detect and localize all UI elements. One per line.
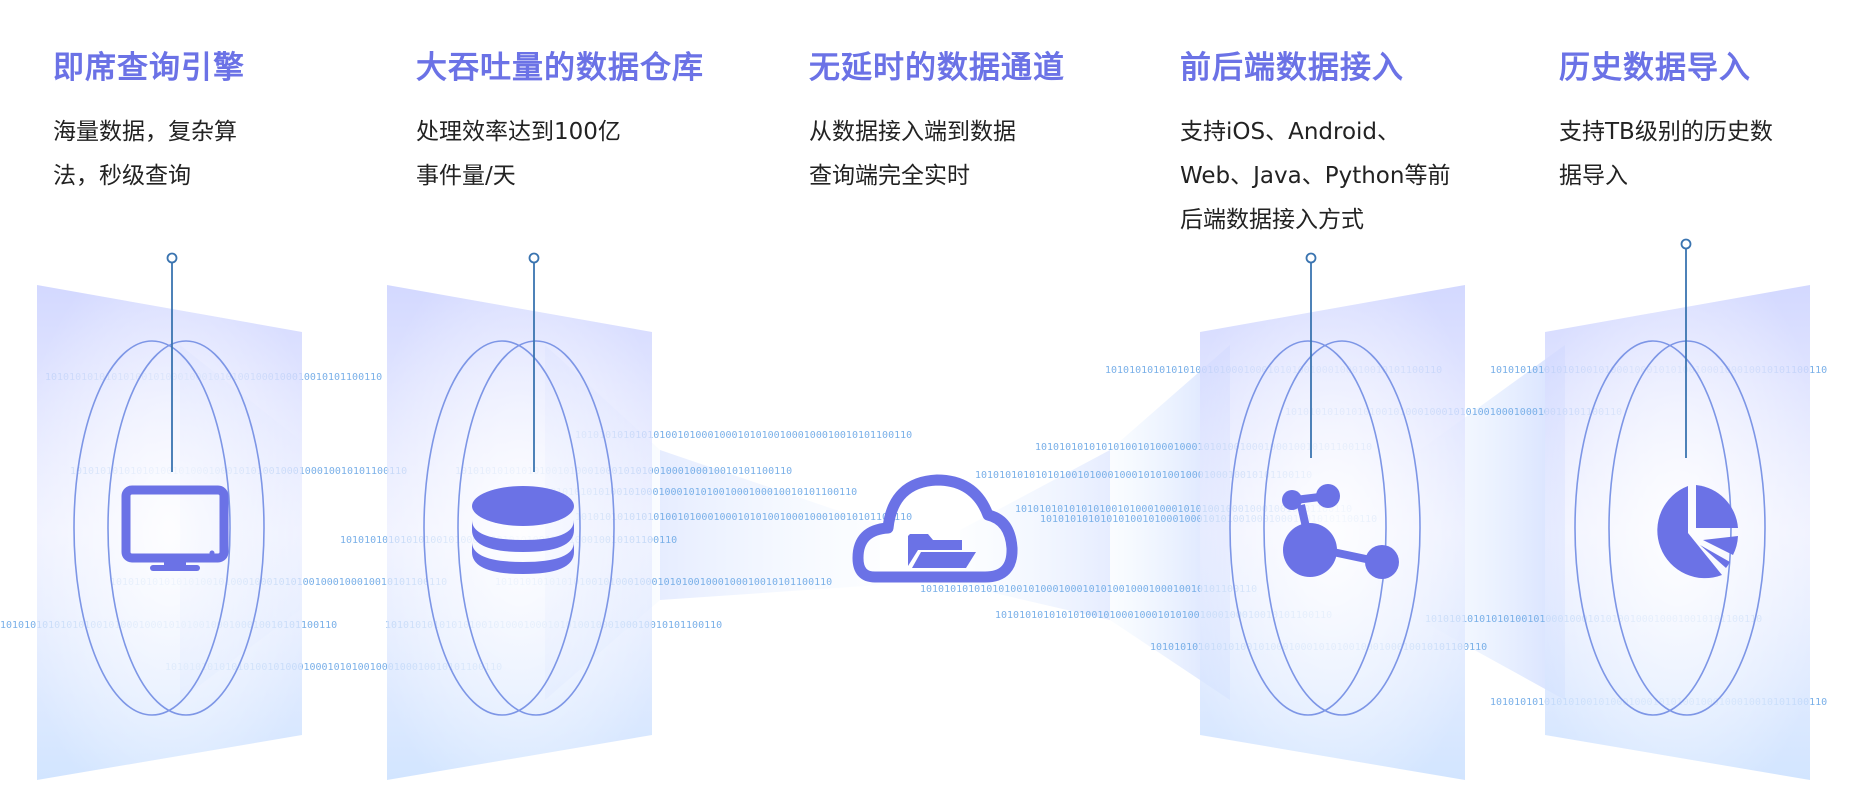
ring-outer [423,340,581,716]
feature-data-ingestion: 前后端数据接入 支持iOS、Android、 Web、Java、Python等前… [1180,48,1450,242]
feature-description-line: 从数据接入端到数据 [809,119,1016,145]
feature-description-line: 事件量/天 [416,163,516,189]
ring-outer [73,340,231,716]
panel-glow [387,285,652,780]
panel-ad-hoc-query [37,252,302,780]
pin-dot [528,252,540,264]
ring-outer [1229,340,1387,716]
ring-inner [1608,340,1766,716]
feature-description: 处理效率达到100亿 事件量/天 [416,110,704,198]
feature-description: 海量数据，复杂算 法，秒级查询 [53,110,245,198]
feature-description: 从数据接入端到数据 查询端完全实时 [809,110,1065,198]
panel-data-warehouse [387,252,652,780]
feature-description-line: 支持iOS、Android、 [1180,119,1401,145]
pin-dot [1680,238,1692,250]
cloud-folder-icon [852,474,1018,583]
pin-dot [166,252,178,264]
database-icon [472,486,574,574]
binary-stream: 1010101010101010010100010001010100100010… [995,610,1332,621]
feature-title: 前后端数据接入 [1180,50,1404,86]
pie-chart-icon [1657,485,1738,579]
feature-title: 即席查询引擎 [53,50,245,86]
ring-inner [107,340,265,716]
binary-stream: 1010101010101010010100010001010100100010… [575,430,912,441]
feature-description-line: 查询端完全实时 [809,163,970,189]
binary-stream: 1010101010101010010100010001010100100010… [575,512,912,523]
feature-description: 支持iOS、Android、 Web、Java、Python等前 后端数据接入方… [1180,110,1450,242]
feature-title: 无延时的数据通道 [809,50,1065,86]
binary-stream: 1010101010101010010100010001010100100010… [975,470,1312,481]
ring-inner [457,340,615,716]
binary-stream: 1010101010101010010100010001010100100010… [165,662,502,673]
feature-ad-hoc-query: 即席查询引擎 海量数据，复杂算 法，秒级查询 [53,48,245,198]
feature-description: 支持TB级别的历史数 据导入 [1559,110,1773,198]
panel-glow [37,285,302,780]
feature-description-line: 支持TB级别的历史数 [1559,119,1773,145]
feature-history-import: 历史数据导入 支持TB级别的历史数 据导入 [1559,48,1773,198]
binary-stream: 1010101010101010010100010001010100100010… [520,487,857,498]
ring-inner [1263,340,1421,716]
beam-2-tail [660,450,880,600]
binary-stream: 1010101010101010010100010001010100100010… [920,584,1257,595]
feature-description-line: Web、Java、Python等前 [1180,163,1451,189]
panel-data-ingestion [1200,252,1465,780]
share-nodes-icon [1282,484,1399,579]
feature-description-line: 据导入 [1559,163,1628,189]
feature-title: 历史数据导入 [1559,50,1751,86]
feature-description-line: 法，秒级查询 [53,163,191,189]
binary-stream: 1010101010101010010100010001010100100010… [495,577,832,588]
feature-description-line: 后端数据接入方式 [1180,207,1364,233]
binary-stream: 1010101010101010010100010001010100100010… [1015,504,1352,515]
feature-title: 大吞吐量的数据仓库 [416,50,704,86]
monitor-icon [121,485,229,571]
feature-data-warehouse: 大吞吐量的数据仓库 处理效率达到100亿 事件量/天 [416,48,704,198]
feature-description-line: 处理效率达到100亿 [416,119,621,145]
feature-data-channel: 无延时的数据通道 从数据接入端到数据 查询端完全实时 [809,48,1065,198]
feature-description-line: 海量数据，复杂算 [53,119,237,145]
pin-dot [1305,252,1317,264]
